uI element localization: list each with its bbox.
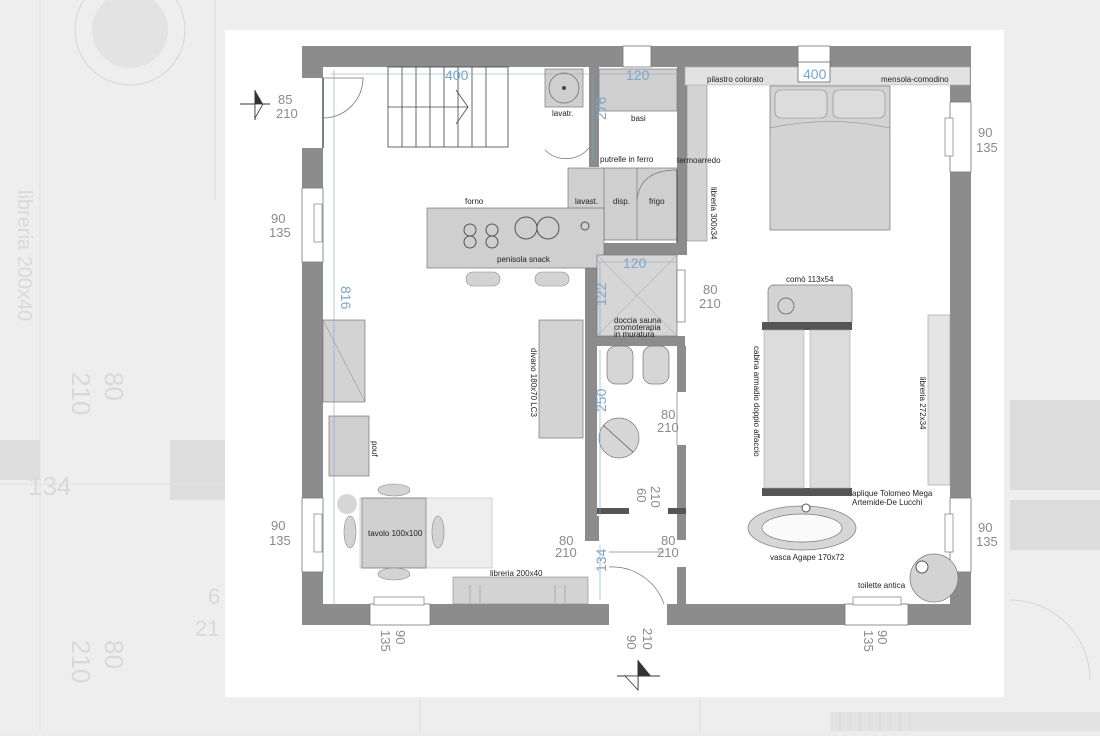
window-bottom-left-width: 90 xyxy=(393,630,408,644)
door-wc-width: 60 xyxy=(634,488,649,502)
window-bottom-right-width: 90 xyxy=(875,630,890,644)
dim-v-276: 276 xyxy=(593,96,609,120)
label-termoarredo: termoarredo xyxy=(677,156,721,165)
opening-dimensions: 85 210 90 135 90 135 90 135 90 210 90 13… xyxy=(269,92,998,652)
dim-v-816: 816 xyxy=(338,286,354,310)
door-entry-height: 210 xyxy=(276,106,298,121)
window-bottom-left-height: 135 xyxy=(378,630,393,652)
label-basi: basi xyxy=(631,114,646,123)
window-left-bottom-width: 90 xyxy=(271,518,285,533)
label-forno: forno xyxy=(465,197,484,206)
dim-v-250: 250 xyxy=(593,388,609,412)
label-comodino: comò 113x54 xyxy=(786,275,834,284)
interior-doors xyxy=(544,147,678,605)
door-hall-width: 80 xyxy=(559,533,573,548)
bg-dim-4a: 6 xyxy=(208,584,220,609)
dim-v-134: 134 xyxy=(593,548,609,572)
living-furniture xyxy=(322,319,589,605)
window-right-top-width: 90 xyxy=(978,125,992,140)
entry-door xyxy=(322,77,364,148)
bg-dim-1a: 80 xyxy=(99,372,129,401)
label-vasca: vasca Agape 170x72 xyxy=(770,553,845,562)
label-doccia-3: in muratura xyxy=(614,330,655,339)
bathroom-fixtures xyxy=(598,345,670,459)
door-bath-height: 210 xyxy=(657,420,679,435)
window-left-bottom-height: 135 xyxy=(269,533,291,548)
bedroom-furniture xyxy=(684,61,971,603)
window-left-top-width: 90 xyxy=(271,211,285,226)
door-wc-height: 210 xyxy=(648,486,663,508)
label-pouf: pouf xyxy=(370,441,379,457)
dim-bed-400: 400 xyxy=(803,66,827,82)
label-tavolo: tavolo 100x100 xyxy=(368,529,423,538)
label-aplique-1: aplique Tolomeo Mega xyxy=(852,489,933,498)
dim-shower-122: 122 xyxy=(593,282,609,306)
label-doccia-1: doccia sauna xyxy=(614,316,662,325)
door-bedhall-width: 80 xyxy=(661,533,675,548)
label-putrelle: putrelle in ferro xyxy=(600,155,654,164)
kitchen-units xyxy=(426,68,708,287)
door-bedroom-height: 210 xyxy=(699,296,721,311)
label-frigo: frigo xyxy=(649,197,665,206)
dimension-lines xyxy=(330,70,680,608)
label-divano: divano 180x70 LC3 xyxy=(529,348,538,417)
window-bottom-right-height: 135 xyxy=(861,630,876,652)
interior-walls xyxy=(585,67,687,625)
radiators xyxy=(313,117,954,606)
label-aplique-2: Artemide-De Lucchi xyxy=(852,498,922,507)
label-dispensa: disp. xyxy=(613,197,630,206)
label-toilette: toilette antica xyxy=(858,581,906,590)
label-lavastoviglie: lavast. xyxy=(575,197,598,206)
label-libreria-272: libreria 272x34 xyxy=(918,377,927,430)
door-bottom-height: 210 xyxy=(640,628,655,650)
label-mensola: mensola-comodino xyxy=(881,75,949,84)
dim-top-120: 120 xyxy=(626,67,650,83)
door-hall-height: 210 xyxy=(555,545,577,560)
window-left-top-height: 135 xyxy=(269,225,291,240)
label-penisola: penisola snack xyxy=(497,255,551,264)
label-pilastro: pilastro colorato xyxy=(707,75,764,84)
door-bedhall-height: 210 xyxy=(657,545,679,560)
bg-dim-2: 134 xyxy=(28,471,71,501)
bg-dim-3b: 210 xyxy=(66,640,96,683)
label-doccia-2: cromoterapia xyxy=(614,323,661,332)
section-marker-west xyxy=(240,90,270,120)
label-lavatrice: lavatr. xyxy=(552,109,573,118)
bg-dim-1b: 210 xyxy=(66,372,96,415)
label-cabina: cabina armadio doppio affaccio xyxy=(752,346,761,457)
window-right-bottom-height: 135 xyxy=(976,534,998,549)
window-right-top-height: 135 xyxy=(976,140,998,155)
shower xyxy=(596,254,686,337)
section-marker-south xyxy=(617,660,660,692)
bg-libreria-label: libreria 200x40 xyxy=(13,190,35,321)
bg-dim-3a: 80 xyxy=(99,640,129,669)
door-bottom-width: 90 xyxy=(624,635,639,649)
furniture-labels: lavatr. basi putrelle in ferro termoarre… xyxy=(368,75,949,590)
window-right-bottom-width: 90 xyxy=(978,520,992,535)
label-libreria-300: libreria 300x34 xyxy=(709,187,718,240)
bg-dim-4b: 21 xyxy=(195,616,219,641)
door-entry-width: 85 xyxy=(278,92,292,107)
door-bedroom-width: 80 xyxy=(703,282,717,297)
dim-top-400: 400 xyxy=(445,67,469,83)
dim-shower-120: 120 xyxy=(623,255,647,271)
door-bath-width: 80 xyxy=(661,407,675,422)
staircase xyxy=(387,66,509,148)
label-libreria-200: libreria 200x40 xyxy=(490,569,543,578)
exterior-walls xyxy=(302,46,971,625)
